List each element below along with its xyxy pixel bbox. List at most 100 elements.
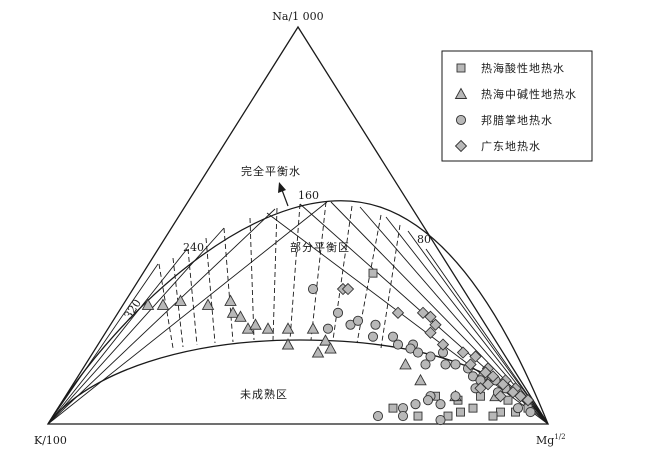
data-point-circle bbox=[412, 347, 424, 358]
data-point-triangle bbox=[201, 298, 215, 310]
data-point-diamond bbox=[494, 390, 507, 403]
data-point-square bbox=[368, 268, 378, 278]
iso-temp-line bbox=[380, 224, 401, 349]
data-point-triangle bbox=[234, 310, 247, 322]
data-point-triangle bbox=[306, 322, 320, 334]
data-point-diamond bbox=[456, 346, 470, 359]
vertex-label-left: K/100 bbox=[34, 434, 67, 447]
data-point-diamond bbox=[424, 326, 437, 339]
data-point-triangle bbox=[281, 338, 295, 350]
data-point-square bbox=[456, 407, 465, 417]
full-equilibrium-curve bbox=[47, 200, 549, 425]
data-point-circle bbox=[450, 359, 461, 370]
iso-temp-line bbox=[385, 216, 549, 425]
iso-temp-line bbox=[47, 263, 159, 425]
iso-temp-line bbox=[47, 227, 225, 425]
iso-temp-line bbox=[332, 205, 353, 341]
data-point-circle bbox=[435, 414, 446, 426]
legend: 热海酸性地热水 热海中碱性地热水 邦腊掌地热水 广东地热水 bbox=[441, 50, 593, 162]
data-point-diamond bbox=[469, 350, 482, 363]
data-point-circle bbox=[322, 323, 334, 334]
iso-temp-line bbox=[47, 208, 276, 425]
data-point-triangle bbox=[174, 294, 187, 306]
legend-marker-circle bbox=[455, 114, 467, 126]
iso-temp-line bbox=[272, 207, 278, 341]
data-point-circle bbox=[435, 399, 446, 410]
data-point-square bbox=[443, 411, 453, 421]
data-point-triangle bbox=[226, 306, 240, 318]
data-point-circle bbox=[440, 359, 451, 370]
vertex-label-right-exponent: 1/2 bbox=[554, 433, 565, 441]
data-point-circle bbox=[367, 331, 379, 342]
data-point-circle bbox=[392, 339, 404, 350]
data-point-circle bbox=[425, 351, 436, 362]
legend-label: 热海酸性地热水 bbox=[481, 61, 565, 75]
data-point-circle bbox=[512, 403, 524, 414]
data-point-circle bbox=[307, 283, 319, 295]
equilibrium-arrow bbox=[281, 189, 289, 207]
data-point-circle bbox=[420, 359, 431, 370]
iso-temp-line bbox=[205, 237, 216, 344]
data-point-triangle bbox=[156, 298, 170, 310]
temperature-label-240: 240 bbox=[183, 241, 204, 254]
data-point-circle bbox=[525, 407, 536, 418]
iso-temp-line bbox=[249, 217, 255, 341]
data-point-diamond bbox=[486, 370, 500, 383]
data-point-triangle bbox=[319, 334, 332, 346]
data-point-circle bbox=[410, 399, 421, 410]
data-markers bbox=[141, 268, 536, 426]
data-point-triangle bbox=[261, 322, 275, 334]
legend-label: 广东地热水 bbox=[481, 140, 541, 153]
legend-marker-diamond bbox=[454, 139, 468, 153]
legend-label: 热海中碱性地热水 bbox=[481, 87, 577, 101]
data-point-circle bbox=[397, 411, 409, 422]
data-point-triangle bbox=[281, 322, 295, 334]
data-point-diamond bbox=[391, 306, 405, 319]
data-point-diamond bbox=[521, 394, 535, 407]
data-point-diamond bbox=[464, 358, 477, 371]
data-point-triangle bbox=[249, 318, 262, 330]
data-point-circle bbox=[422, 395, 434, 406]
data-point-circle bbox=[370, 319, 381, 330]
data-point-diamond bbox=[341, 282, 355, 296]
vertex-label-top: Na/1 000 bbox=[272, 10, 323, 23]
data-point-circle bbox=[352, 315, 364, 326]
data-point-diamond bbox=[424, 310, 437, 323]
data-point-circle bbox=[450, 391, 461, 402]
vertex-label-right: Mg1/2 bbox=[536, 433, 566, 447]
iso-temp-line bbox=[223, 227, 234, 343]
data-point-diamond bbox=[474, 382, 487, 395]
data-point-square bbox=[468, 403, 478, 413]
iso-temp-line bbox=[289, 203, 301, 341]
data-point-diamond bbox=[496, 378, 510, 391]
temperature-label-80: 80 bbox=[417, 233, 431, 246]
data-point-triangle bbox=[324, 342, 337, 354]
temperature-label-160: 160 bbox=[298, 189, 319, 202]
equilibrium-arrowhead bbox=[278, 182, 286, 193]
iso-temp-line bbox=[47, 201, 328, 425]
data-point-triangle bbox=[399, 358, 412, 370]
data-point-square bbox=[388, 403, 398, 413]
data-point-diamond bbox=[429, 318, 442, 331]
iso-temp-line bbox=[47, 248, 188, 425]
iso-temp-line bbox=[407, 230, 549, 425]
zone-label-immature: 未成熟区 bbox=[240, 387, 288, 401]
zone-label-partial: 部分平衡区 bbox=[290, 240, 350, 254]
data-point-triangle bbox=[311, 346, 325, 358]
data-point-triangle bbox=[414, 373, 427, 386]
vertex-label-right-base: Mg bbox=[536, 434, 554, 447]
data-point-square bbox=[503, 395, 513, 405]
legend-label: 邦腊掌地热水 bbox=[481, 113, 553, 127]
data-point-triangle bbox=[141, 298, 155, 310]
legend-marker-square bbox=[456, 63, 466, 73]
zone-label-equilibrium: 完全平衡水 bbox=[241, 164, 301, 178]
iso-temp-line bbox=[310, 201, 327, 341]
data-point-triangle bbox=[224, 294, 237, 306]
data-point-square bbox=[488, 411, 498, 421]
data-point-circle bbox=[372, 411, 384, 422]
triangle-frame bbox=[46, 25, 550, 425]
data-point-circle bbox=[332, 307, 344, 318]
data-point-diamond bbox=[436, 338, 450, 351]
data-point-circle bbox=[387, 331, 399, 342]
